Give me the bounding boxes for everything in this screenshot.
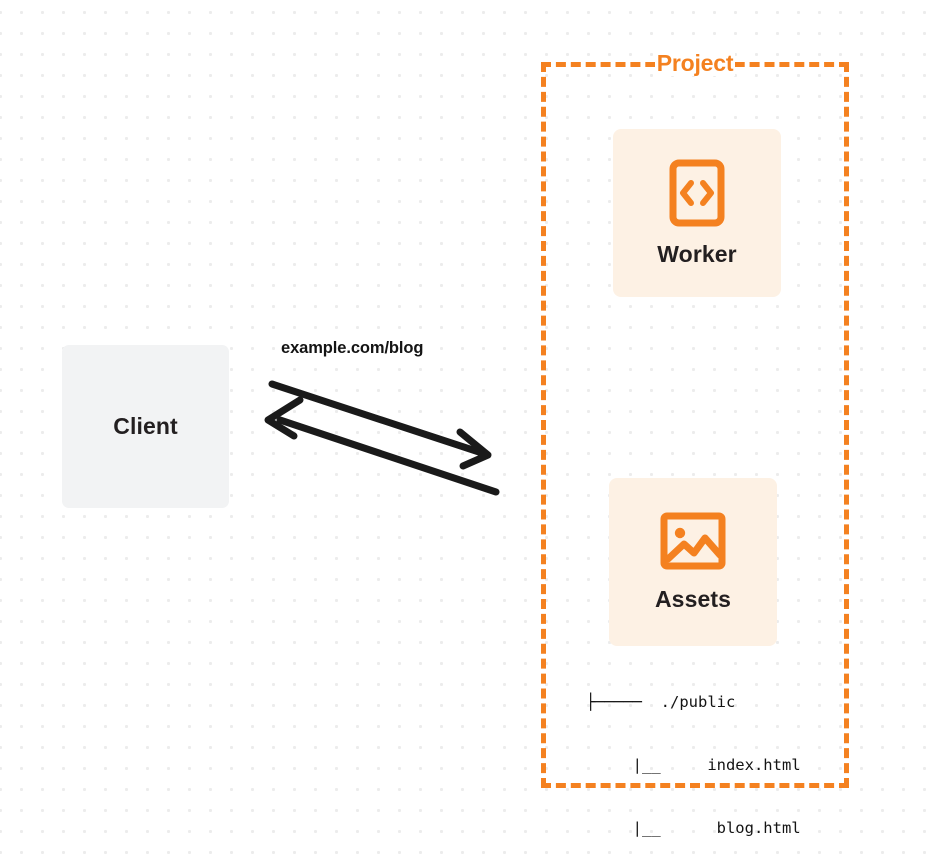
project-title-text: Project	[654, 50, 736, 76]
worker-card[interactable]: Worker	[613, 129, 781, 297]
connection-url-label: example.com/blog	[281, 339, 424, 357]
assets-card[interactable]: Assets	[609, 478, 777, 646]
connection-arrows	[264, 380, 500, 496]
assets-label: Assets	[654, 585, 732, 612]
worker-label: Worker	[657, 240, 737, 267]
file-tree-line: |__ index.html	[586, 756, 801, 774]
assets-file-tree: ├───── ./public |__ index.html |__ blog.…	[586, 650, 801, 860]
arrow-left-icon	[264, 396, 500, 496]
file-tree-line: ├───── ./public	[586, 693, 736, 711]
file-tree-line: |__ blog.html	[586, 819, 801, 837]
image-icon	[660, 512, 726, 570]
arrow-right-icon	[268, 380, 492, 470]
code-brackets-icon	[669, 159, 725, 227]
client-node: Client	[62, 345, 229, 508]
client-label: Client	[113, 413, 178, 439]
project-title-label: Project	[541, 50, 849, 77]
